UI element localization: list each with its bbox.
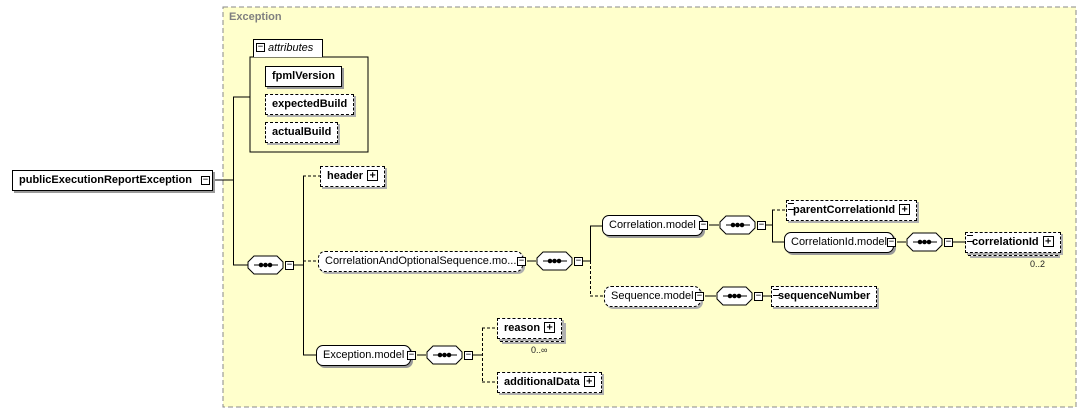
correlation-model-label: Correlation.model [609,219,696,231]
annotation-icon [967,235,973,242]
sequence-number-label: sequenceNumber [778,290,871,302]
element-header[interactable]: header+ [320,166,386,187]
attributes-tab[interactable]: − attributes [253,39,323,57]
group-exception-model[interactable]: Exception.model [316,345,412,366]
attribute-actualbuild[interactable]: actualBuild [265,122,339,143]
element-correlation-id[interactable]: correlationId+ [965,232,1061,253]
element-sequence-number[interactable]: sequenceNumber [771,286,878,307]
annotation-icon [773,289,779,296]
expand-icon[interactable]: + [544,321,556,333]
collapse-icon[interactable]: − [201,175,210,185]
collapse-icon[interactable]: − [699,220,708,230]
collapse-icon[interactable]: − [757,220,766,230]
group-correlation-model[interactable]: Correlation.model [602,215,703,236]
element-reason[interactable]: reason+ [497,318,563,339]
exception-group-title: Exception [229,11,282,23]
collapse-icon[interactable]: − [407,350,416,360]
collapse-icon[interactable]: − [695,291,704,301]
reason-cardinality: 0..∞ [531,345,548,355]
group-correlation-optional-sequence[interactable]: CorrelationAndOptionalSequence.mo... [318,251,524,272]
collapse-icon[interactable]: − [517,256,526,266]
header-label: header [327,170,364,182]
correlation-id-model-label: CorrelationId.model [791,236,887,248]
expand-icon[interactable]: + [583,375,595,387]
correlation-optional-sequence-label: CorrelationAndOptionalSequence.mo... [325,255,517,267]
root-element[interactable]: publicExecutionReportException [12,170,213,191]
sequence-model-label: Sequence.model [611,290,694,302]
expand-icon[interactable]: + [899,203,911,215]
collapse-icon[interactable]: − [256,42,265,52]
group-sequence-model[interactable]: Sequence.model [604,286,701,307]
element-additional-data[interactable]: additionalData+ [497,372,602,393]
collapse-icon[interactable]: − [944,237,953,247]
attribute-expectedbuild[interactable]: expectedBuild [265,94,355,115]
collapse-icon[interactable]: − [285,260,294,270]
additional-data-label: additionalData [504,376,580,388]
annotation-icon [788,203,794,210]
element-parent-correlation-id[interactable]: parentCorrelationId+ [786,200,918,221]
collapse-icon[interactable]: − [574,256,583,266]
exception-model-label: Exception.model [323,349,405,361]
attribute-fpmlversion[interactable]: fpmlVersion [265,66,342,87]
attributes-title: attributes [268,42,314,54]
collapse-icon[interactable]: − [887,237,896,247]
group-correlation-id-model[interactable]: CorrelationId.model [784,232,894,253]
parent-correlation-id-label: parentCorrelationId [793,204,896,216]
correlation-id-cardinality: 0..2 [1030,259,1046,269]
collapse-icon[interactable]: − [754,291,763,301]
expand-icon[interactable]: + [367,169,379,181]
root-element-label: publicExecutionReportException [19,174,192,186]
correlation-id-label: correlationId [972,236,1039,248]
reason-label: reason [504,322,541,334]
collapse-icon[interactable]: − [464,350,473,360]
expand-icon[interactable]: + [1042,235,1054,247]
